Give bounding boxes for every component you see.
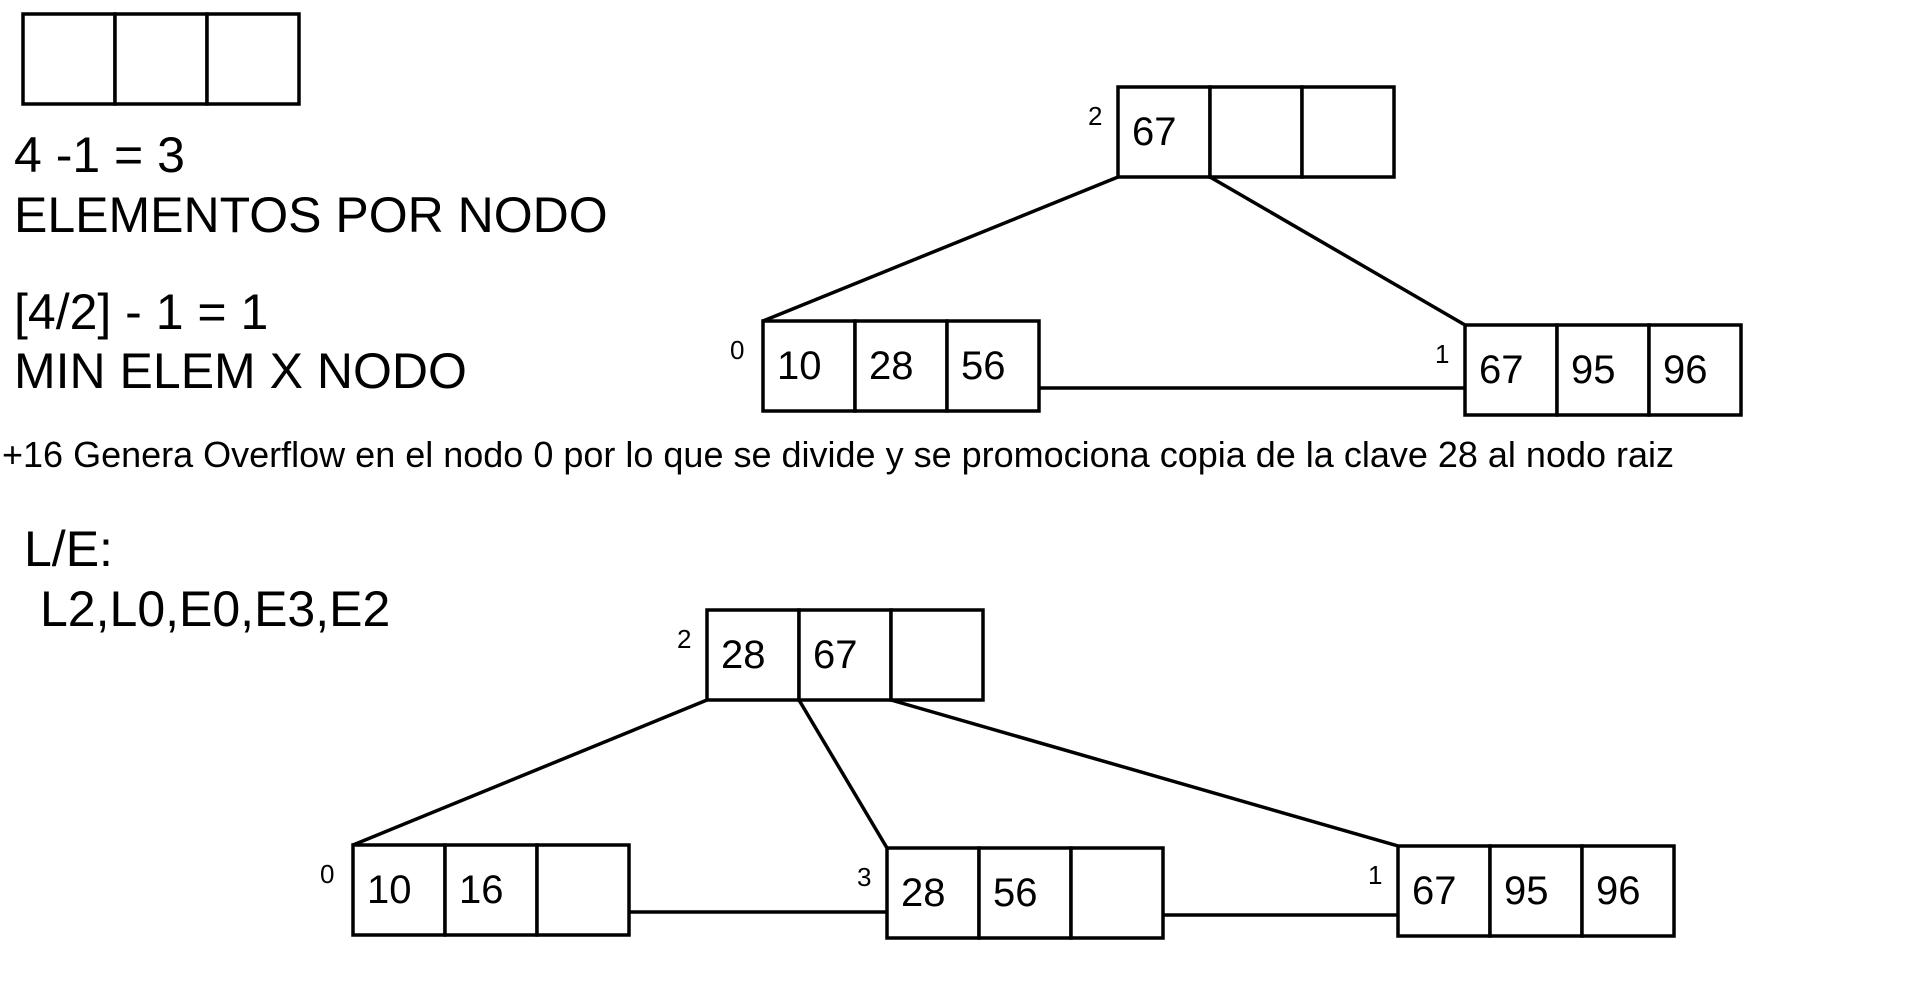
after-node-2-key-1: 67 — [813, 633, 858, 677]
operation-description: +16 Genera Overflow en el nodo 0 por lo … — [2, 434, 1675, 475]
before-node-1: 67 95 96 1 — [1435, 323, 1743, 417]
after-node-3-cell-0 — [885, 846, 981, 940]
template-cell-1 — [113, 12, 209, 106]
after-node-3-key-1: 56 — [993, 871, 1038, 915]
before-node-1-key-2: 96 — [1663, 348, 1708, 392]
after-edge-2-1 — [890, 698, 1399, 848]
after-node-3-key-0: 28 — [901, 871, 946, 915]
before-node-0-cell-1 — [853, 319, 949, 413]
capacity-label: ELEMENTOS POR NODO — [14, 187, 608, 243]
after-node-3: 28 56 3 — [857, 846, 1165, 940]
before-node-2-cell-1 — [1208, 85, 1304, 179]
after-node-0-key-1: 16 — [459, 868, 504, 912]
before-node-0-label: 0 — [730, 335, 744, 365]
min-formula: [4/2] - 1 = 1 — [14, 284, 269, 340]
before-node-2-cell-2 — [1300, 85, 1396, 179]
after-node-3-cell-2 — [1069, 846, 1165, 940]
before-node-1-cell-2 — [1647, 323, 1743, 417]
before-node-0-cell-2 — [945, 319, 1041, 413]
empty-template-node — [21, 12, 301, 106]
before-edge-2-0 — [762, 175, 1119, 323]
capacity-formula: 4 -1 = 3 — [14, 127, 185, 183]
before-node-1-key-0: 67 — [1479, 348, 1524, 392]
after-node-1-label: 1 — [1368, 860, 1382, 890]
after-node-0-key-0: 10 — [367, 868, 412, 912]
after-node-2-cell-2 — [889, 608, 985, 702]
after-node-0-cell-2 — [535, 843, 631, 937]
after-node-2-label: 2 — [677, 624, 691, 654]
tree-before-insert: 67 2 10 28 56 0 67 95 96 1 — [730, 85, 1743, 417]
min-label: MIN ELEM X NODO — [14, 343, 467, 399]
template-cell-0 — [21, 12, 117, 106]
after-node-2-cell-0 — [705, 608, 801, 702]
after-node-2: 28 67 2 — [677, 608, 985, 702]
before-node-2: 67 2 — [1088, 85, 1396, 179]
before-node-1-label: 1 — [1435, 339, 1449, 369]
before-node-0-key-1: 28 — [869, 344, 914, 388]
after-node-2-key-0: 28 — [721, 633, 766, 677]
after-node-0-cell-0 — [351, 843, 447, 937]
before-node-2-key-0: 67 — [1132, 110, 1177, 154]
before-node-2-label: 2 — [1088, 101, 1102, 131]
after-node-0-label: 0 — [320, 859, 334, 889]
after-node-1-cell-2 — [1580, 844, 1676, 938]
after-node-0-cell-1 — [443, 843, 539, 937]
before-node-0-key-0: 10 — [777, 344, 822, 388]
after-node-1-cell-0 — [1396, 844, 1492, 938]
after-node-1-key-2: 96 — [1596, 869, 1641, 913]
after-edge-2-0 — [352, 698, 708, 847]
after-node-1-key-0: 67 — [1412, 869, 1457, 913]
after-node-1-cell-1 — [1488, 844, 1584, 938]
before-node-1-key-1: 95 — [1571, 348, 1616, 392]
before-node-0-key-2: 56 — [961, 344, 1006, 388]
before-edge-2-1 — [1209, 175, 1466, 327]
after-node-1: 67 95 96 1 — [1368, 844, 1676, 938]
before-node-0-cell-0 — [761, 319, 857, 413]
after-node-0: 10 16 0 — [320, 843, 631, 937]
after-edge-2-3 — [797, 699, 889, 849]
before-node-0: 10 28 56 0 — [730, 319, 1041, 413]
io-label: L/E: — [24, 521, 113, 577]
after-node-1-key-1: 95 — [1504, 869, 1549, 913]
after-node-3-label: 3 — [857, 862, 871, 892]
template-cell-2 — [205, 12, 301, 106]
io-sequence: L2,L0,E0,E3,E2 — [40, 581, 391, 637]
after-node-3-cell-1 — [977, 846, 1073, 940]
tree-after-insert: 28 67 2 10 16 0 28 56 3 67 95 96 1 — [320, 608, 1676, 940]
